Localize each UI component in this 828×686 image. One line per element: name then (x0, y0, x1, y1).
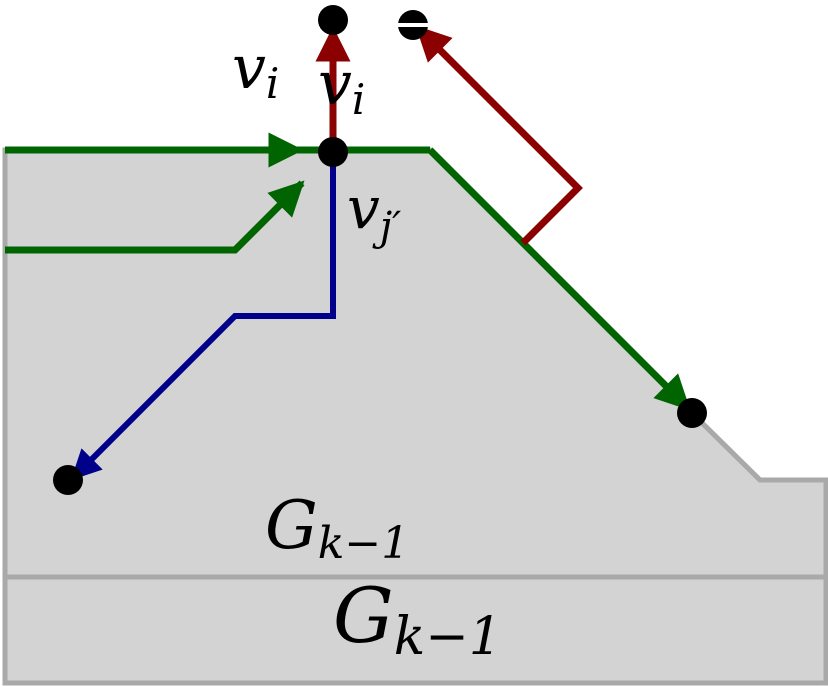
label-v-i-left: vi (232, 33, 279, 108)
vertex-diagonal-end (677, 398, 707, 428)
vertex-v-j-prime (318, 137, 348, 167)
region-g-k-minus-1-upper (2, 147, 828, 580)
gray-diagonal-edge (690, 411, 762, 482)
label-g-k-minus-1-lower: Gk−1 (333, 571, 502, 667)
label-v-i-right: vi (318, 49, 365, 124)
red-bent-path (415, 25, 583, 246)
vertex-blue-end (53, 465, 83, 495)
label-v-j-prime: vj′ (347, 174, 401, 250)
green-diagonal-edge (427, 147, 691, 411)
green-lower-path (5, 180, 305, 254)
vertex-v-i-top (318, 5, 348, 35)
region-g-k-minus-1-lower (2, 574, 828, 686)
blue-path (70, 152, 336, 481)
label-g-k-minus-1-upper: Gk−1 (265, 487, 409, 569)
